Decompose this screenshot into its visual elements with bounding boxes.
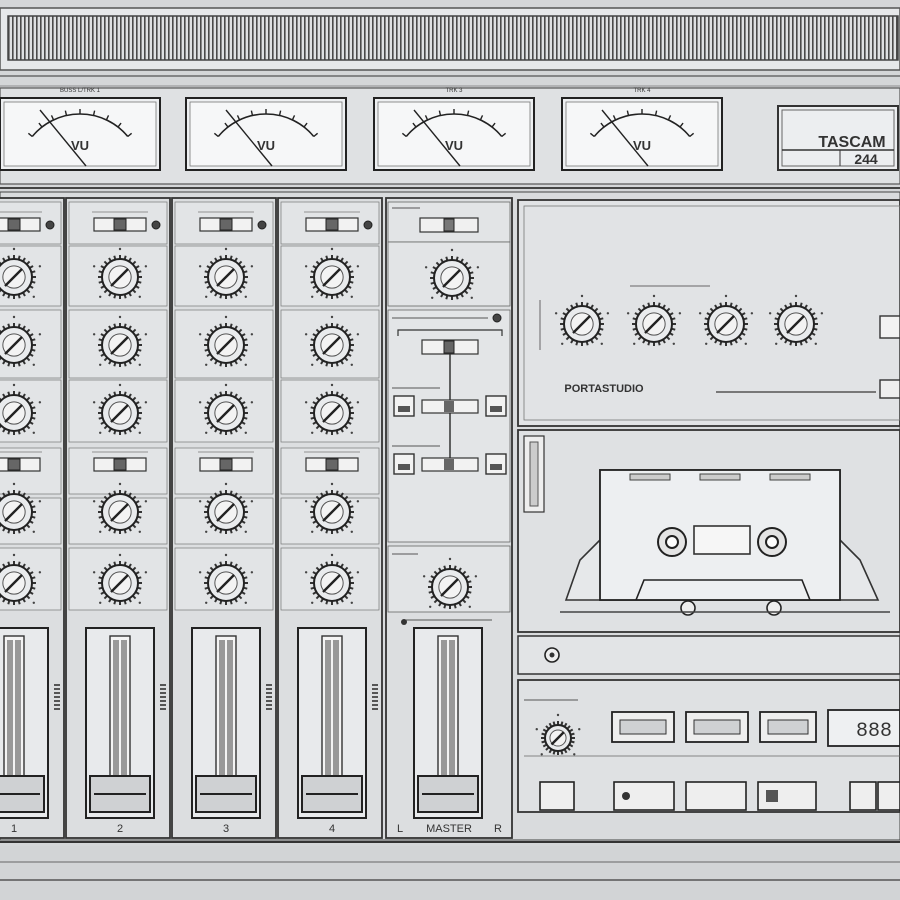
vu-meter-1: VU BUSS L/TRK 1: [0, 88, 161, 171]
pitch-control-knob[interactable]: [535, 713, 581, 756]
vu-needle: [225, 109, 273, 167]
monitor-level-knob[interactable]: [424, 248, 480, 300]
tape-cue-panel: PORTASTUDIO: [517, 199, 900, 427]
input-select-switch-2[interactable]: [92, 211, 148, 232]
eq-switch-1[interactable]: [0, 451, 42, 472]
return-button[interactable]: [877, 781, 900, 811]
counter-strip: [517, 635, 900, 675]
vu-needle: [39, 109, 87, 167]
peak-led-4: [363, 220, 373, 230]
tape-cue-knob-1[interactable]: [554, 294, 610, 346]
master-left-label: L: [397, 823, 403, 835]
vu-needle: [413, 109, 461, 167]
eq-low-knob-3[interactable]: [198, 383, 254, 435]
channel-number: 1: [11, 823, 17, 835]
vu-meter-3: VU TRK 3: [373, 88, 535, 171]
vu-label: VU: [633, 138, 651, 153]
cassette-compartment: [517, 429, 900, 633]
vu-label: VU: [445, 138, 463, 153]
trim-knob-4[interactable]: [304, 247, 360, 299]
aux-master-knob[interactable]: [422, 557, 478, 609]
vu-meter-2: VU: [185, 97, 347, 171]
channel-strip-2: 2: [65, 197, 171, 839]
tape-counter-window: [827, 709, 900, 747]
input-select-switch-1[interactable]: [0, 211, 42, 232]
pan-knob-1[interactable]: [0, 553, 42, 605]
vu-caption: TRK 3: [445, 88, 463, 94]
brand-plate: TASCAM 244: [777, 105, 899, 171]
pan-knob-3[interactable]: [198, 553, 254, 605]
eq-low-knob-1[interactable]: [0, 383, 42, 435]
memory-button[interactable]: [849, 781, 877, 811]
trim-knob-3[interactable]: [198, 247, 254, 299]
transport-section: 888: [517, 679, 900, 813]
aux-knob-1[interactable]: [0, 482, 42, 534]
master-strip: L MASTER R: [385, 197, 513, 839]
aux-knob-4[interactable]: [304, 482, 360, 534]
channel-strip-4: 4: [277, 197, 383, 839]
input-select-switch-4[interactable]: [304, 211, 360, 232]
channel-strip-3: 3: [171, 197, 277, 839]
channel-number: 3: [223, 823, 229, 835]
vu-label: VU: [257, 138, 275, 153]
vu-needle: [601, 109, 649, 167]
reset-button[interactable]: [539, 781, 575, 811]
vu-label: VU: [71, 138, 89, 153]
eq-high-knob-4[interactable]: [304, 315, 360, 367]
tape-counter-display: 888: [856, 720, 892, 743]
brand-model: 244: [854, 151, 878, 167]
input-select-switch-3[interactable]: [198, 211, 254, 232]
eq-high-knob-1[interactable]: [0, 315, 42, 367]
pitch-control-button[interactable]: [879, 315, 900, 339]
tape-cue-knob-2[interactable]: [626, 294, 682, 346]
record-function-led: [492, 313, 502, 323]
product-name: PORTASTUDIO: [564, 383, 644, 395]
eq-switch-4[interactable]: [304, 451, 360, 472]
eq-high-knob-2[interactable]: [92, 315, 148, 367]
eq-switch-3[interactable]: [198, 451, 254, 472]
vu-meter-4: VU TRK 4: [561, 88, 723, 171]
vu-caption: BUSS L/TRK 1: [60, 88, 101, 94]
brand-name: TASCAM: [818, 134, 885, 151]
trim-knob-2[interactable]: [92, 247, 148, 299]
eq-high-knob-3[interactable]: [198, 315, 254, 367]
peak-led-3: [257, 220, 267, 230]
channel-number: 2: [117, 823, 123, 835]
dbx-switch[interactable]: [879, 379, 900, 399]
aux-knob-2[interactable]: [92, 482, 148, 534]
peak-led-1: [45, 220, 55, 230]
peak-led-2: [151, 220, 161, 230]
master-right-label: R: [494, 823, 502, 835]
pan-knob-2[interactable]: [92, 553, 148, 605]
master-label: MASTER: [426, 823, 472, 835]
eq-low-knob-2[interactable]: [92, 383, 148, 435]
eq-low-knob-4[interactable]: [304, 383, 360, 435]
tape-cue-knob-3[interactable]: [698, 294, 754, 346]
vent-grille: [7, 15, 899, 61]
tape-cue-knob-4[interactable]: [768, 294, 824, 346]
channel-strip-1: 1: [0, 197, 65, 839]
stop-button[interactable]: [685, 781, 747, 811]
trim-knob-1[interactable]: [0, 247, 42, 299]
vu-caption: TRK 4: [633, 88, 651, 94]
pan-knob-4[interactable]: [304, 553, 360, 605]
aux-knob-3[interactable]: [198, 482, 254, 534]
eq-switch-2[interactable]: [92, 451, 148, 472]
channel-number: 4: [329, 823, 335, 835]
